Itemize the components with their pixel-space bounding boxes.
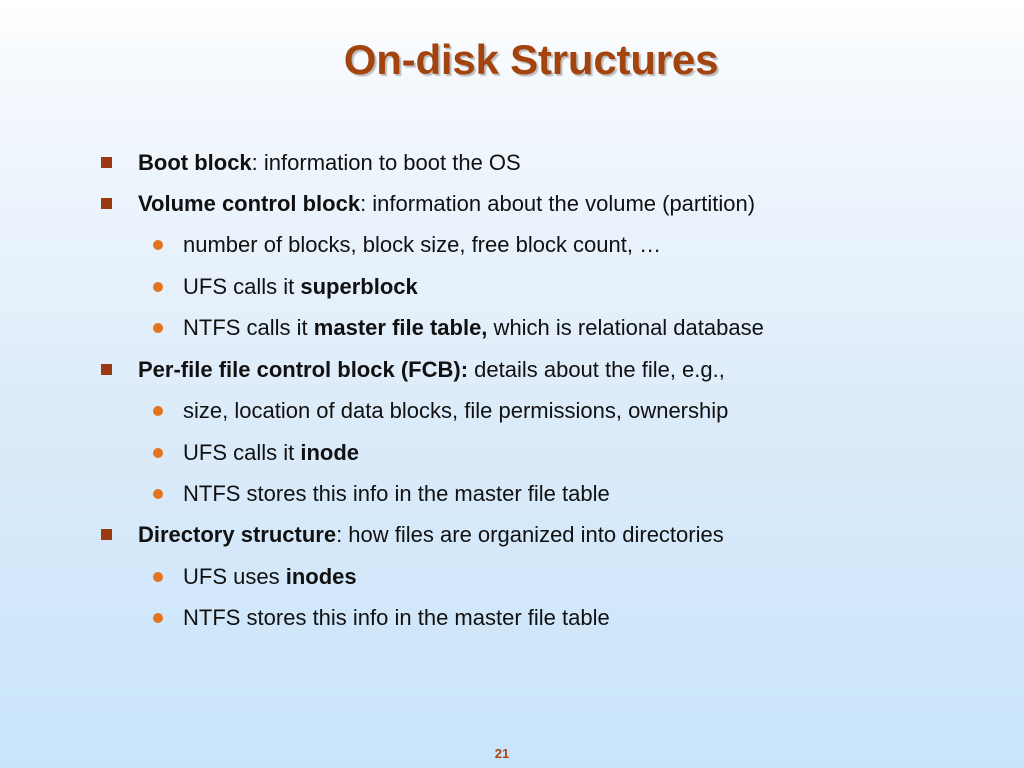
sub-bullet-plain: NTFS calls it xyxy=(183,315,314,340)
bullet-description: : how files are organized into directori… xyxy=(336,522,724,547)
round-bullet-icon xyxy=(153,406,163,416)
sub-bullet-text: size, location of data blocks, file perm… xyxy=(183,398,728,424)
sub-bullet-term: master file table, xyxy=(313,315,488,340)
sub-bullet-text: UFS uses inodes xyxy=(183,564,357,590)
square-bullet-icon xyxy=(101,198,112,209)
bullet-text: Boot block: information to boot the OS xyxy=(138,150,521,176)
round-bullet-icon xyxy=(153,240,163,250)
sub-bullet-term: inodes xyxy=(285,564,357,589)
round-bullet-icon xyxy=(153,282,163,292)
sub-bullet-text: UFS calls it superblock xyxy=(183,274,418,300)
sub-bullet-plain: UFS calls it xyxy=(183,440,301,465)
sub-bullet-plain: UFS calls it xyxy=(183,274,301,299)
bullet-description: : information about the volume (partitio… xyxy=(360,191,756,216)
sub-bullet-plain: UFS uses xyxy=(183,564,286,589)
bullet-text: Volume control block: information about … xyxy=(138,191,755,217)
sub-bullet-plain: NTFS stores this info in the master file… xyxy=(183,605,610,630)
bullet-term: Directory structure xyxy=(138,522,337,547)
round-bullet-icon xyxy=(153,323,163,333)
bullet-term: Volume control block xyxy=(138,191,361,216)
round-bullet-icon xyxy=(153,572,163,582)
bullet-description: details about the file, e.g., xyxy=(468,357,725,382)
square-bullet-icon xyxy=(101,364,112,375)
sub-bullet-term: superblock xyxy=(300,274,418,299)
round-bullet-icon xyxy=(153,448,163,458)
bullet-term: Boot block xyxy=(138,150,252,175)
square-bullet-icon xyxy=(101,529,112,540)
sub-bullet-term: inode xyxy=(300,440,360,465)
bullet-text: Directory structure: how files are organ… xyxy=(138,522,724,548)
page-number: 21 xyxy=(494,746,510,761)
sub-bullet-rest: which is relational database xyxy=(487,315,764,340)
round-bullet-icon xyxy=(153,489,163,499)
square-bullet-icon xyxy=(101,157,112,168)
sub-bullet-plain: NTFS stores this info in the master file… xyxy=(183,481,610,506)
sub-bullet-text: UFS calls it inode xyxy=(183,440,359,466)
sub-bullet-plain: number of blocks, block size, free block… xyxy=(183,232,662,257)
sub-bullet-plain: size, location of data blocks, file perm… xyxy=(183,398,729,423)
bullet-term: Per-file file control block (FCB): xyxy=(138,357,469,382)
sub-bullet-text: number of blocks, block size, free block… xyxy=(183,232,661,258)
sub-bullet-text: NTFS stores this info in the master file… xyxy=(183,605,610,631)
sub-bullet-text: NTFS calls it master file table, which i… xyxy=(183,315,764,341)
sub-bullet-text: NTFS stores this info in the master file… xyxy=(183,481,610,507)
round-bullet-icon xyxy=(153,613,163,623)
slide-title: On-disk Structures xyxy=(343,36,719,83)
bullet-description: : information to boot the OS xyxy=(251,150,521,175)
bullet-text: Per-file file control block (FCB): detai… xyxy=(138,357,725,383)
